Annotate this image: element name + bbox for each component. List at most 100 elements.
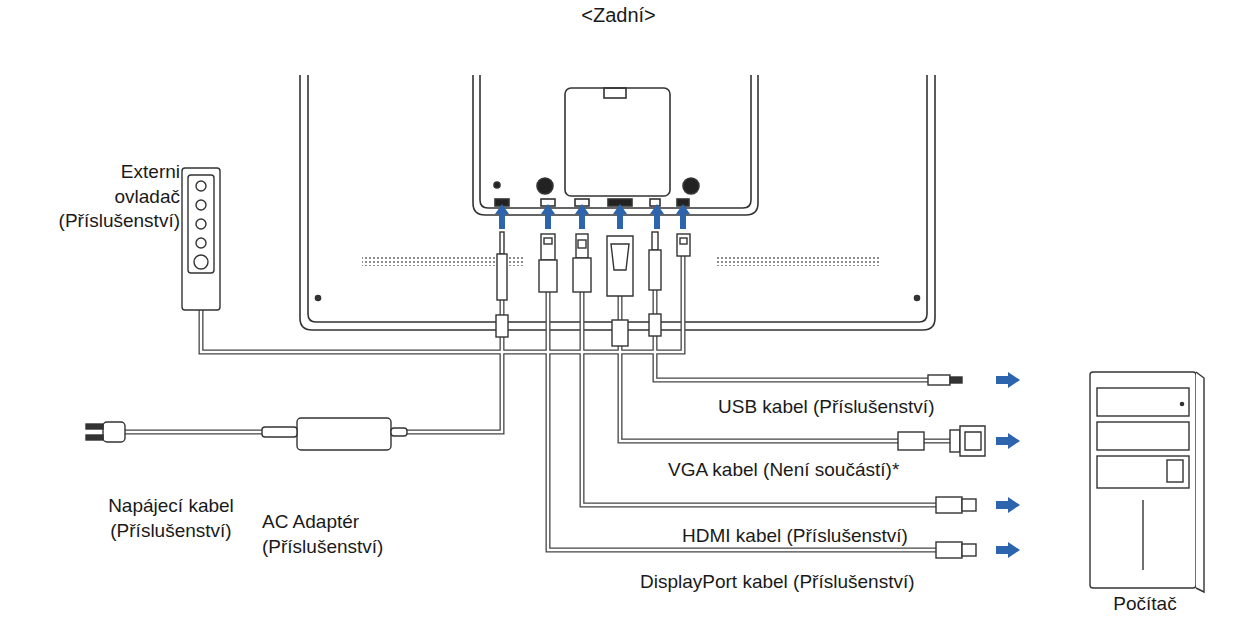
direction-arrows <box>495 204 1020 558</box>
cable <box>407 337 502 432</box>
displayport-plug <box>962 544 976 556</box>
controller-panel <box>188 175 214 273</box>
up-arrow <box>650 204 664 229</box>
page-heading: <Zadní> <box>0 4 1237 27</box>
speaker-grille <box>716 255 880 266</box>
plugs <box>86 168 1204 592</box>
plug-prong <box>86 424 103 429</box>
dc-plug <box>497 254 507 300</box>
cable-strain-relief <box>391 428 407 436</box>
panel-line <box>1142 500 1143 570</box>
dc-plug <box>500 232 504 254</box>
hdmi-plug <box>573 258 591 292</box>
hdmi-plug <box>936 497 962 513</box>
cable <box>654 290 656 314</box>
mount-hole <box>537 178 553 194</box>
ferrite-core <box>649 314 661 336</box>
cable <box>125 430 262 435</box>
right-arrow <box>996 433 1020 449</box>
modular-plug <box>680 238 687 244</box>
cable <box>619 296 621 320</box>
up-arrow <box>495 204 509 229</box>
hdmi-plug <box>578 240 586 248</box>
cable <box>924 439 950 444</box>
drive-bay <box>1097 422 1189 450</box>
vga-plug <box>960 426 985 456</box>
cable <box>501 300 503 315</box>
stand-neck-inner <box>480 75 751 208</box>
computer-side <box>1196 372 1204 592</box>
computer-tower <box>1090 372 1196 588</box>
displayport-plug <box>936 542 962 558</box>
usb-plug <box>652 232 658 250</box>
vga-plug <box>611 244 629 270</box>
cable <box>618 296 623 320</box>
usb-plug <box>950 377 962 383</box>
ac-adapter <box>297 418 391 450</box>
drive-bay <box>1097 456 1189 488</box>
cable-label: HDMI kabel (Příslušenství) <box>682 524 982 549</box>
cable <box>655 336 928 380</box>
vga-plug <box>965 432 981 450</box>
vga-plug <box>607 236 633 296</box>
right-arrow <box>996 497 1020 513</box>
plug-prong <box>86 435 103 440</box>
cable <box>548 292 936 550</box>
up-arrow <box>575 204 589 229</box>
monitor-frame <box>300 75 935 330</box>
displayport-plug <box>539 260 557 292</box>
cable <box>548 292 936 550</box>
front-ports <box>1167 460 1183 482</box>
controller-button <box>196 238 206 248</box>
mains-plug <box>103 422 125 442</box>
ferrite-core <box>496 315 508 337</box>
ferrite-core <box>898 432 924 450</box>
monitor-frame-inner <box>308 75 927 322</box>
port <box>650 199 660 206</box>
cable-strain-relief <box>262 427 297 437</box>
controller-button <box>196 219 206 229</box>
displayport-plug <box>544 238 552 244</box>
cable <box>655 336 928 380</box>
right-arrow <box>996 542 1020 558</box>
up-arrow <box>541 204 555 229</box>
cable <box>125 431 262 433</box>
cable <box>620 346 898 441</box>
controller-button <box>194 255 208 269</box>
cable-label: DisplayPort kabel (Příslušenství) <box>640 570 980 595</box>
cable-label: USB kabel (Příslušenství) <box>718 395 1018 420</box>
computer-label: Počítač <box>1090 592 1200 617</box>
vga-plug <box>950 430 960 452</box>
cover-tab <box>604 88 626 98</box>
cable-cover <box>565 88 670 196</box>
cable <box>924 440 950 442</box>
hdmi-plug <box>962 499 976 511</box>
indicator <box>1180 402 1183 405</box>
controller-button <box>196 181 206 191</box>
hdmi-plug <box>576 234 588 258</box>
controller-button <box>196 200 206 210</box>
screw <box>915 296 920 301</box>
external-controller <box>182 168 220 310</box>
cable <box>620 346 898 441</box>
cable-label: Napájecí kabel (Příslušenství) <box>96 494 246 543</box>
mount-hole <box>494 182 500 188</box>
usb-plug <box>649 250 661 290</box>
ferrite-core <box>612 320 628 346</box>
up-arrow <box>613 204 627 229</box>
displayport-plug <box>541 234 555 260</box>
drive-bay <box>1097 388 1189 416</box>
monitor-rear <box>300 75 935 330</box>
cable <box>500 300 505 315</box>
controller-label: Externi ovladač (Příslušenství) <box>59 160 180 234</box>
up-arrow <box>676 204 690 229</box>
adapter-label: AC Adaptér (Příslušenství) <box>262 510 412 559</box>
right-arrow <box>996 372 1020 388</box>
mount-hole <box>683 178 699 194</box>
cable-label: VGA kabel (Není součástí)* <box>668 458 968 483</box>
stand-neck <box>473 75 758 215</box>
screw <box>316 296 321 301</box>
modular-plug <box>677 234 690 256</box>
cable <box>653 290 658 314</box>
